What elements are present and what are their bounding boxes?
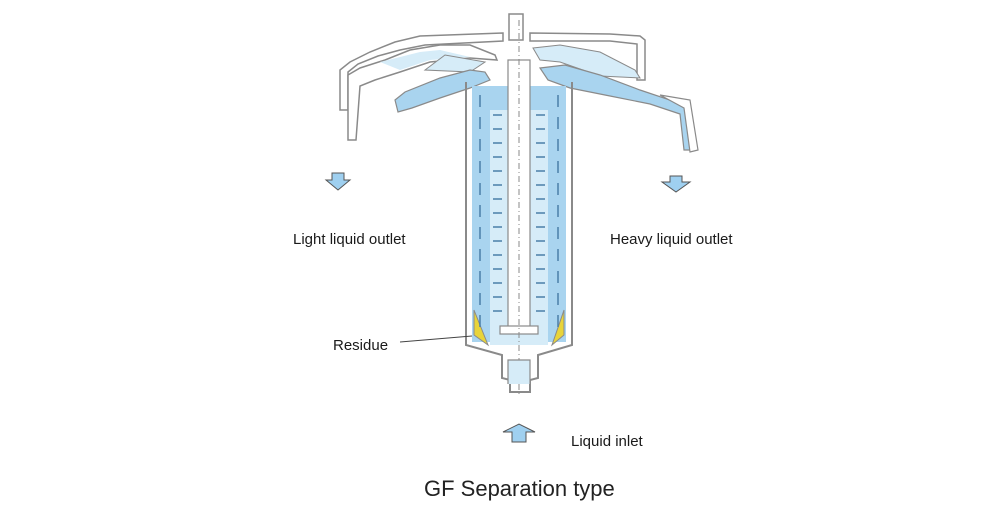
heavy-liquid-outlet-label: Heavy liquid outlet [610, 231, 733, 248]
heavy-outlet-arrow [660, 175, 692, 193]
spindle-cap [508, 13, 524, 41]
light-liquid-outlet-label: Light liquid outlet [293, 231, 406, 248]
residue-label: Residue [333, 337, 389, 354]
liquid-inlet-label: Liquid inlet [571, 433, 643, 450]
residue-leader [399, 335, 473, 343]
right-disc [538, 64, 699, 153]
left-housing [339, 32, 504, 141]
diagram-title: GF Separation type [424, 476, 615, 501]
left-disc [394, 69, 491, 113]
light-outlet-arrow [324, 172, 352, 191]
right-housing [529, 32, 646, 81]
inlet-arrow [502, 423, 536, 443]
bowl-body [465, 20, 573, 395]
